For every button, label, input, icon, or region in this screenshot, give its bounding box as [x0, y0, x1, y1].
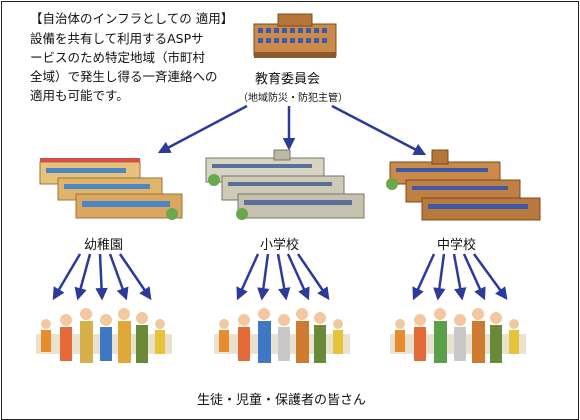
board-sublabel: （地域防災・防犯主管）	[238, 93, 348, 104]
note-line: ービスのため特定地域（市町村	[30, 50, 206, 65]
recipients-label: 生徒・児童・保護者の皆さん	[197, 393, 367, 408]
elementary-school-label: 小学校	[260, 238, 300, 253]
middle-school-building-icon	[386, 149, 541, 221]
note-line: 設備を共有して利用するASPサ	[30, 31, 204, 46]
people-arrows	[52, 253, 508, 301]
note-title: 【自治体のインフラとしての 適用】	[30, 11, 234, 26]
arrow-to-kindergarten	[157, 104, 248, 154]
people-group-elementary-icon	[214, 308, 350, 363]
middle-school-label: 中学校	[437, 238, 477, 253]
elementary-school-building-icon	[205, 149, 365, 220]
people-group-middle-icon	[390, 308, 526, 363]
kindergarten-label: 幼稚園	[84, 238, 124, 253]
note-body: 設備を共有して利用するASPサ ービスのため特定地域（市町村 全域）で発生し得る…	[30, 29, 270, 105]
board-building-icon	[253, 13, 337, 58]
arrow-to-middle	[331, 104, 427, 156]
people-group-kindergarten-icon	[36, 308, 172, 363]
note-line: 全域）で発生し得る一斉連絡への	[30, 69, 218, 84]
kindergarten-building-icon	[39, 158, 183, 220]
board-label: 教育委員会	[255, 72, 321, 87]
board-arrows	[157, 104, 427, 156]
note-line: 適用も可能です。	[30, 88, 129, 103]
